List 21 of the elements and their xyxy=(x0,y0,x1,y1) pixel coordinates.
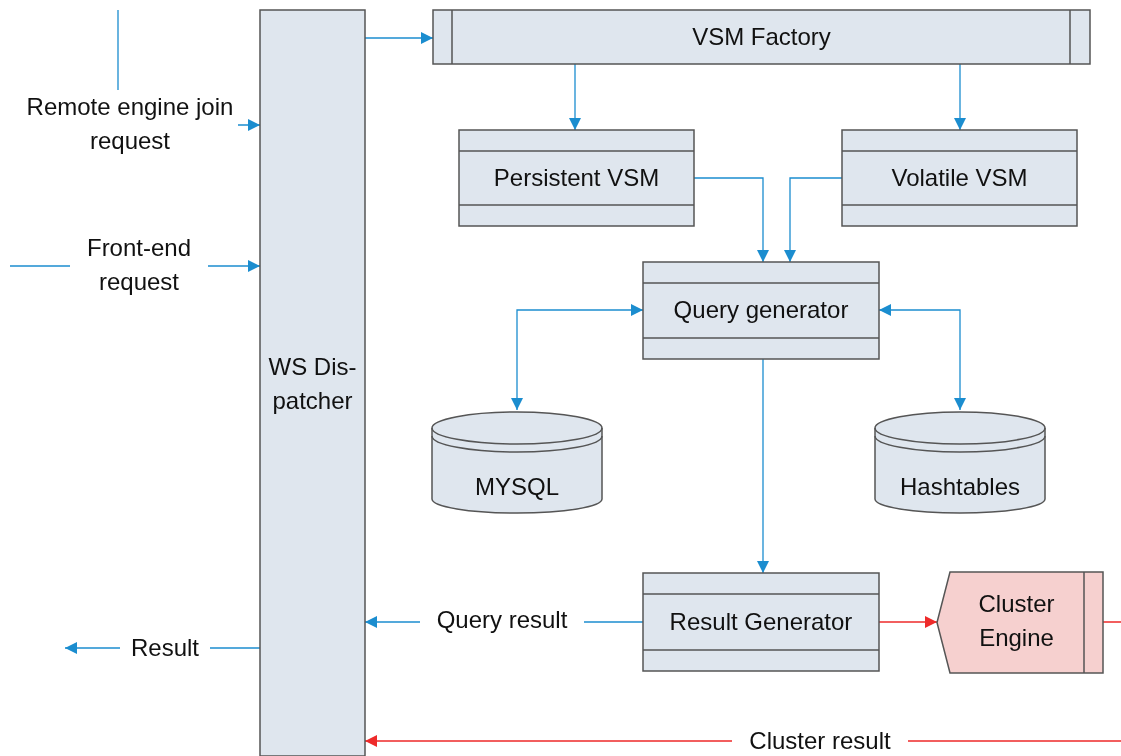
node-label: Cluster Engine xyxy=(977,589,1056,653)
node-label: Query generator xyxy=(672,295,850,325)
node-label: VSM Factory xyxy=(691,22,832,52)
process-box xyxy=(842,130,1077,226)
node-label: Volatile VSM xyxy=(890,163,1029,193)
node-label: Hashtables xyxy=(898,472,1022,502)
process-box xyxy=(937,572,1103,673)
arrow xyxy=(511,304,644,411)
node-label: MYSQL xyxy=(474,472,560,502)
node-label: WS Dis-patcher xyxy=(267,352,358,416)
process-box xyxy=(643,262,879,359)
process-box xyxy=(433,10,1090,64)
process-box xyxy=(643,573,879,671)
node-label: Result Generator xyxy=(668,607,854,637)
arrow xyxy=(954,63,966,131)
process-box xyxy=(459,130,694,226)
arrow xyxy=(569,63,581,131)
arrow xyxy=(757,358,769,574)
arrow xyxy=(784,177,843,263)
node-label: Persistent VSM xyxy=(492,163,661,193)
process-box xyxy=(260,10,365,756)
